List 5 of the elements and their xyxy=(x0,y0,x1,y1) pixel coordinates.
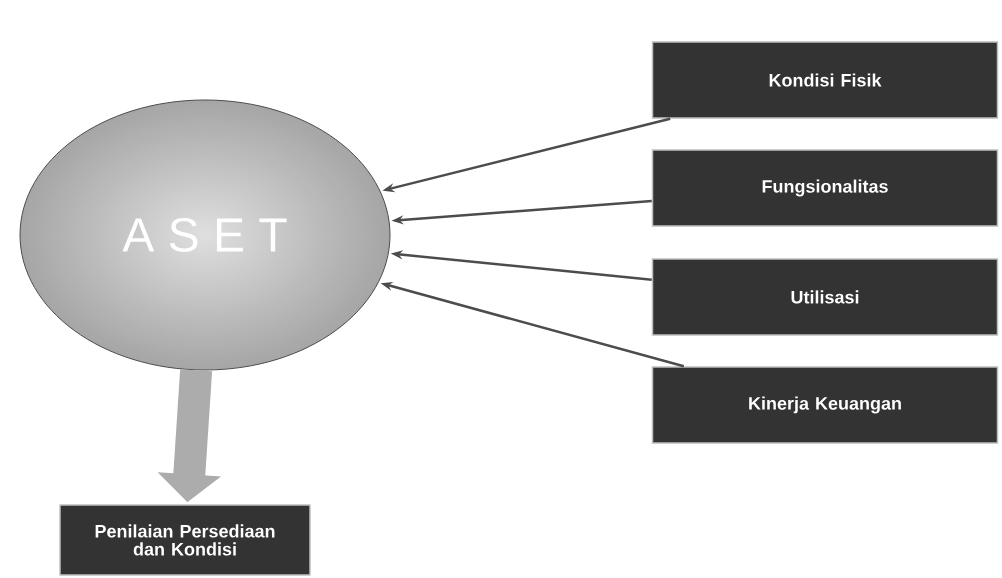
text-box: Penilaian Persediaan dan Kondisi xyxy=(59,504,311,576)
text-box: Utilisasi xyxy=(651,258,999,336)
text-box: Kinerja Keuangan xyxy=(651,366,999,444)
text-box: Fungsionalitas xyxy=(651,149,999,227)
text-box: Kondisi Fisik xyxy=(651,41,999,119)
